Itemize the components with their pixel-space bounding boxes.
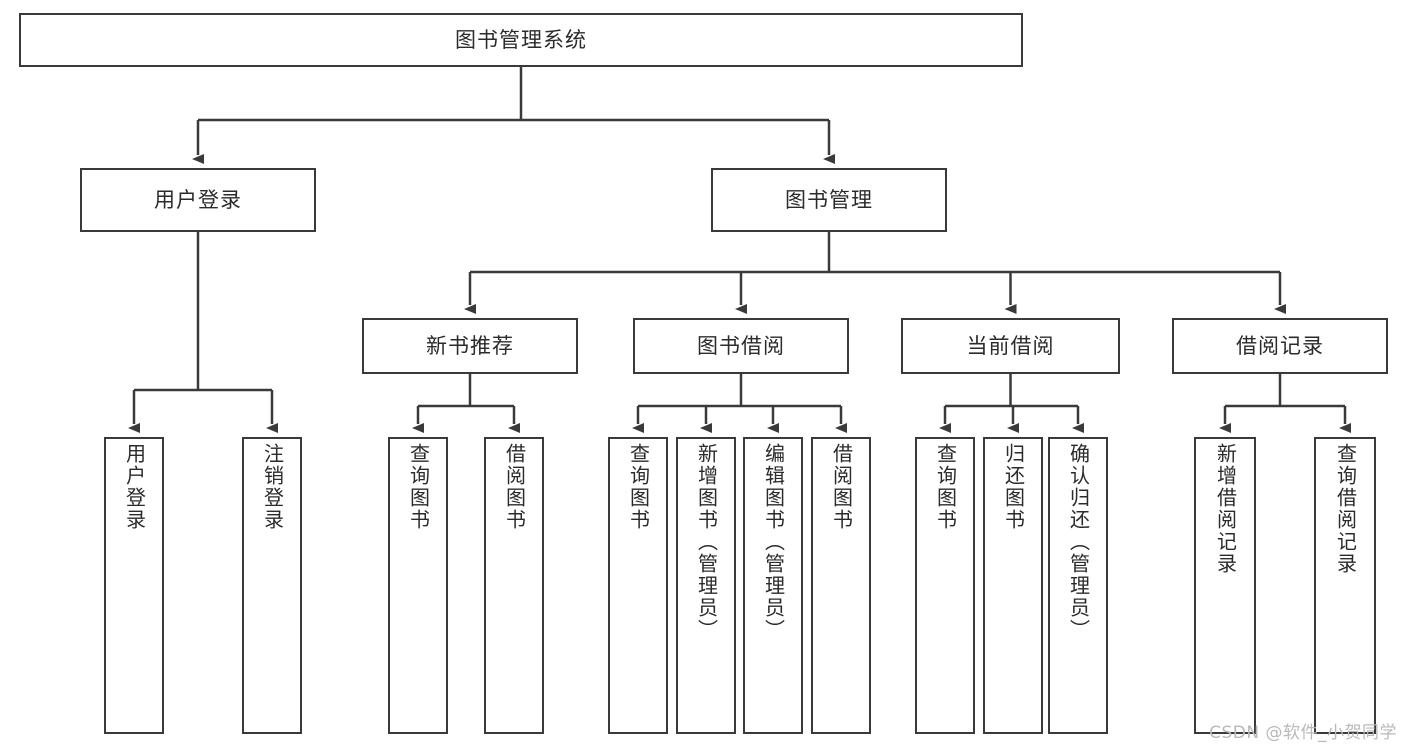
node-current-borrowing-label: 当前借阅 bbox=[966, 333, 1055, 358]
leaf-node-label: 查询图书 bbox=[933, 443, 958, 531]
csdn-watermark: CSDN @软件_小贺同学 bbox=[1209, 723, 1397, 743]
leaf-node[interactable]: 用户登录 bbox=[104, 437, 164, 734]
leaf-node[interactable]: 查询图书 bbox=[608, 437, 668, 734]
leaf-node[interactable]: 借阅图书 bbox=[811, 437, 871, 734]
leaf-node[interactable]: 确认归还（管理员） bbox=[1048, 437, 1108, 734]
node-current-borrowing[interactable]: 当前借阅 bbox=[901, 318, 1120, 374]
leaf-node[interactable]: 借阅图书 bbox=[484, 437, 544, 734]
node-new-book-recommendation[interactable]: 新书推荐 bbox=[362, 318, 578, 374]
leaf-node-label: 新增借阅记录 bbox=[1213, 443, 1238, 575]
node-borrowing-records[interactable]: 借阅记录 bbox=[1172, 318, 1388, 374]
node-root[interactable]: 图书管理系统 bbox=[19, 13, 1023, 67]
node-book-management-label: 图书管理 bbox=[785, 187, 873, 212]
leaf-node-label: 用户登录 bbox=[122, 443, 147, 531]
leaf-node-label: 新增图书（管理员） bbox=[694, 443, 719, 641]
leaf-node[interactable]: 注销登录 bbox=[242, 437, 302, 734]
node-book-borrowing[interactable]: 图书借阅 bbox=[633, 318, 849, 374]
node-user-login-label: 用户登录 bbox=[154, 187, 242, 212]
node-book-borrowing-label: 图书借阅 bbox=[697, 333, 785, 358]
leaf-node[interactable]: 新增图书（管理员） bbox=[676, 437, 736, 734]
leaf-node[interactable]: 查询图书 bbox=[915, 437, 975, 734]
leaf-node[interactable]: 查询借阅记录 bbox=[1314, 437, 1376, 734]
leaf-node-label: 查询借阅记录 bbox=[1333, 443, 1358, 575]
node-book-management[interactable]: 图书管理 bbox=[711, 168, 947, 232]
node-root-label: 图书管理系统 bbox=[455, 27, 587, 52]
leaf-node-label: 查询图书 bbox=[406, 443, 431, 531]
leaf-node[interactable]: 新增借阅记录 bbox=[1194, 437, 1256, 734]
leaf-node-label: 注销登录 bbox=[260, 443, 285, 531]
leaf-node-label: 归还图书 bbox=[1001, 443, 1026, 531]
node-new-book-recommendation-label: 新书推荐 bbox=[426, 333, 514, 358]
leaf-node-label: 确认归还（管理员） bbox=[1066, 443, 1091, 641]
leaf-node[interactable]: 编辑图书（管理员） bbox=[743, 437, 803, 734]
node-user-login[interactable]: 用户登录 bbox=[80, 168, 316, 232]
leaf-node-label: 借阅图书 bbox=[829, 443, 854, 531]
node-borrowing-records-label: 借阅记录 bbox=[1236, 333, 1324, 358]
leaf-node-label: 编辑图书（管理员） bbox=[761, 443, 786, 641]
leaf-node[interactable]: 归还图书 bbox=[983, 437, 1043, 734]
leaf-node[interactable]: 查询图书 bbox=[388, 437, 448, 734]
leaf-node-label: 查询图书 bbox=[626, 443, 651, 531]
leaf-node-label: 借阅图书 bbox=[502, 443, 527, 531]
